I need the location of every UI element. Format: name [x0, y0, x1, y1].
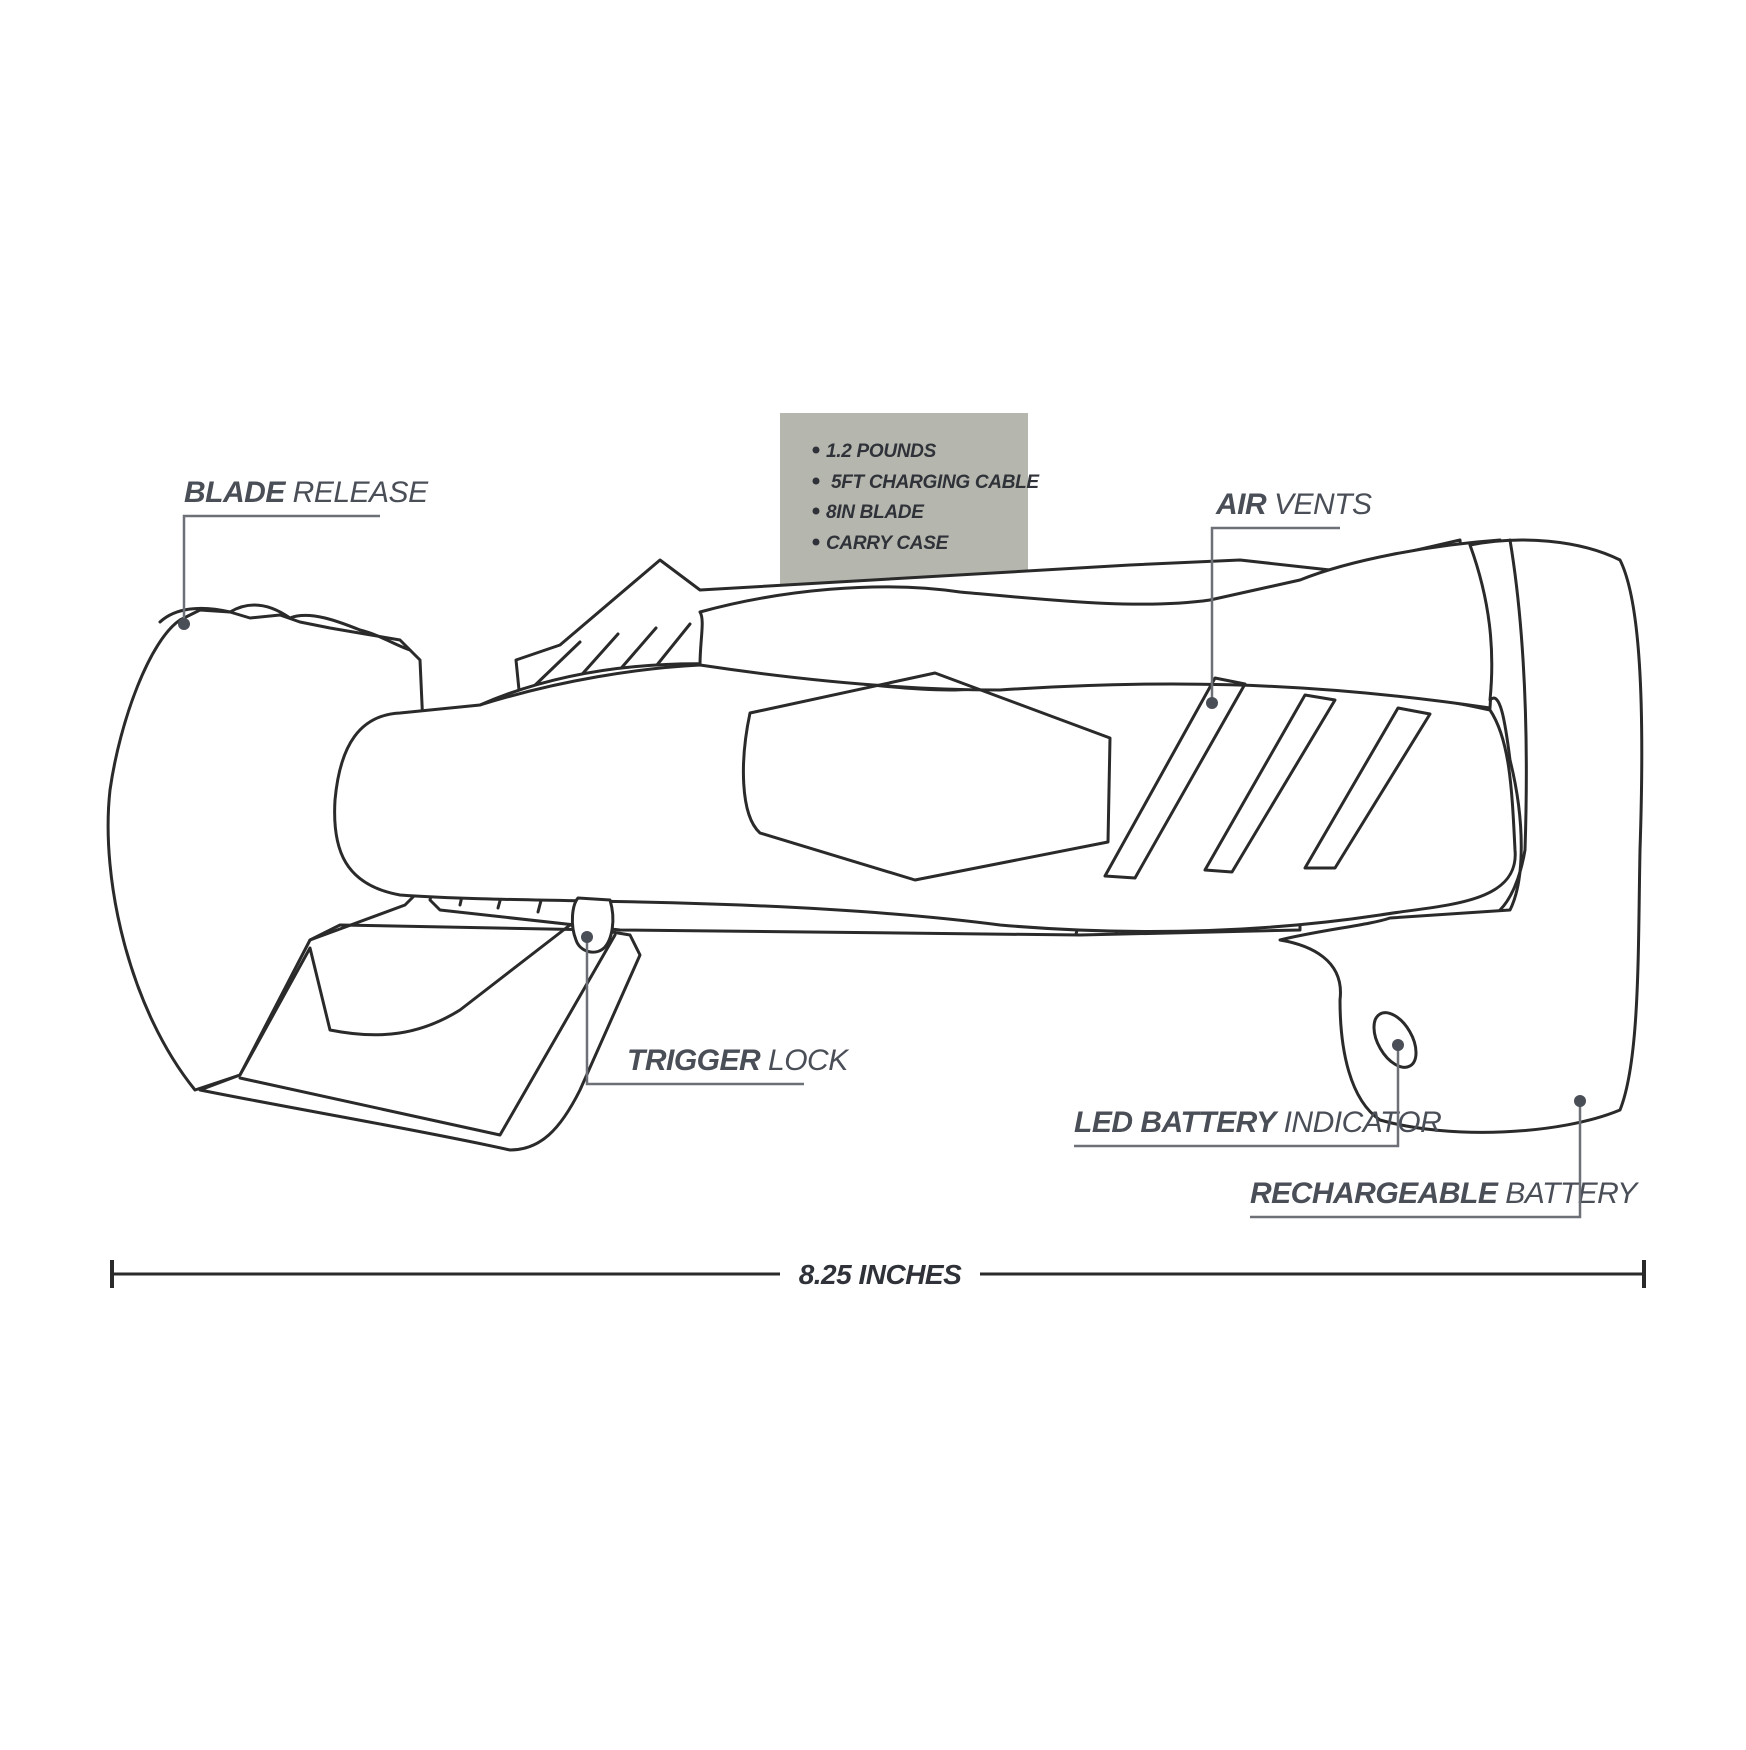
callout-blade-release: BLADE RELEASE	[178, 476, 430, 630]
callout-rechargeable-battery: RECHARGEABLE BATTERY	[1250, 1095, 1640, 1219]
trigger-lock-button	[570, 896, 615, 954]
leader-dot	[1574, 1095, 1586, 1107]
saw-illustration	[106, 538, 1644, 1152]
spec-bullet	[812, 538, 820, 546]
callout-blade-release-bold: BLADE	[184, 476, 286, 509]
blade-release-button	[158, 603, 412, 652]
spec-item-blade: 8IN BLADE	[826, 502, 925, 523]
dimension-indicator: 8.25 INCHES	[110, 1259, 1646, 1290]
dimension-label: 8.25 INCHES	[799, 1259, 962, 1290]
callout-air-vents-bold: AIR	[1215, 488, 1267, 521]
spec-item-case: CARRY CASE	[826, 533, 950, 554]
spec-bullet	[812, 507, 820, 515]
air-vent-slot	[1303, 706, 1432, 870]
leader-dot	[1392, 1039, 1404, 1051]
leader-line	[1250, 1104, 1582, 1219]
center-plate	[741, 671, 1112, 882]
rib-line	[528, 640, 582, 692]
callout-rechargeable-light: BATTERY	[1497, 1177, 1639, 1210]
svg-text:LED BATTERY INDICATOR: LED BATTERY INDICATOR	[1074, 1106, 1441, 1139]
spec-bullet	[812, 477, 820, 485]
air-vent-slot	[1203, 693, 1337, 874]
leader-line	[182, 514, 380, 622]
svg-text:AIR VENTS: AIR VENTS	[1215, 488, 1372, 521]
specs-box: 1.2 POUNDS 5FT CHARGING CABLE 8IN BLADE …	[780, 413, 1041, 593]
air-vent-slot	[1103, 676, 1247, 880]
handle-inner-line	[308, 923, 602, 942]
spec-bullet	[812, 446, 820, 454]
svg-text:BLADE RELEASE: BLADE RELEASE	[184, 476, 429, 509]
leader-line	[1074, 1048, 1400, 1148]
callout-air-vents: AIR VENTS	[1206, 488, 1373, 709]
leader-line	[1210, 526, 1340, 700]
main-body	[333, 662, 1517, 934]
callout-trigger-lock-bold: TRIGGER	[627, 1044, 761, 1077]
callout-rechargeable-bold: RECHARGEABLE	[1250, 1177, 1499, 1210]
leader-dot	[178, 618, 190, 630]
handle-inner-line	[238, 933, 617, 1137]
callout-air-vents-light: VENTS	[1266, 488, 1372, 521]
specs-box-background	[780, 413, 1028, 593]
callout-trigger-lock-light: LOCK	[760, 1044, 850, 1077]
callout-trigger-lock: TRIGGER LOCK	[581, 931, 851, 1086]
leader-dot	[581, 931, 593, 943]
spec-item-weight: 1.2 POUNDS	[826, 441, 937, 462]
spec-item-cable: 5FT CHARGING CABLE	[826, 472, 1040, 493]
svg-text:TRIGGER LOCK: TRIGGER LOCK	[627, 1044, 850, 1077]
rear-cap-line	[1498, 538, 1528, 912]
battery-housing	[1278, 538, 1644, 1134]
upper-shell	[478, 538, 1502, 710]
leader-line	[585, 940, 804, 1086]
svg-text:RECHARGEABLE BATTERY: RECHARGEABLE BATTERY	[1250, 1177, 1639, 1210]
callout-led-battery-light: INDICATOR	[1276, 1106, 1442, 1139]
callout-blade-release-light: RELEASE	[285, 476, 429, 509]
callout-led-battery-bold: LED BATTERY	[1074, 1106, 1279, 1139]
callout-led-battery-indicator: LED BATTERY INDICATOR	[1074, 1039, 1442, 1148]
leader-dot	[1206, 697, 1218, 709]
